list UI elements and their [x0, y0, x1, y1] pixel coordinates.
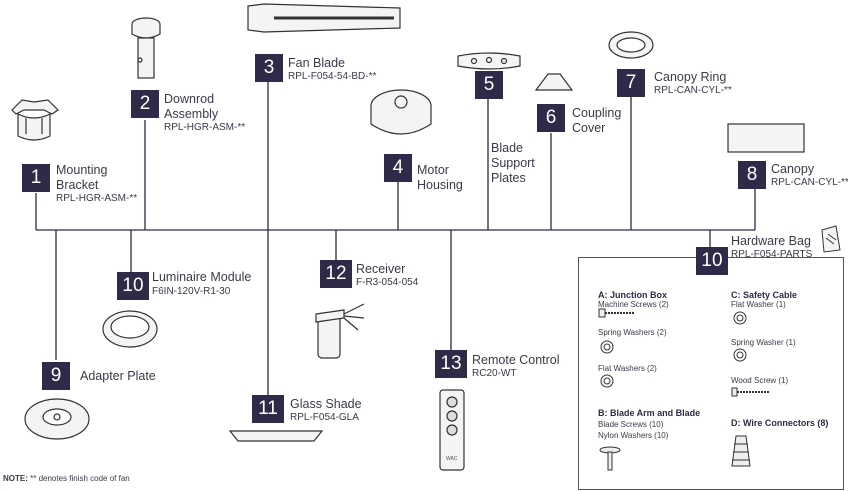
remote-brand-label: WAC	[446, 456, 458, 462]
part-9-number: 9	[42, 362, 70, 390]
part-13-name: Remote Control	[472, 353, 560, 367]
blade-screw-icon	[599, 446, 621, 471]
part-5-number: 5	[475, 71, 503, 99]
canopy-ring-icon	[608, 31, 654, 59]
hardware-b-item-1: Blade Screws (10)	[598, 420, 664, 429]
hardware-bag-icon	[821, 225, 841, 253]
part-10-name: Luminaire Module	[152, 270, 252, 284]
part-7-number: 7	[617, 69, 645, 97]
part-2-name: Downrod Assembly	[164, 92, 219, 121]
part-6-number: 6	[537, 104, 565, 132]
luminaire-module-icon	[102, 310, 158, 348]
wood-screw-icon	[731, 387, 769, 397]
part-8-number: 8	[738, 161, 766, 189]
hardware-c-item-2: Spring Washer (1)	[731, 338, 796, 347]
part-2-code: RPL-HGR-ASM-**	[164, 122, 246, 133]
downrod-icon	[131, 17, 161, 79]
hardware-a-item-3: Flat Washers (2)	[598, 364, 657, 373]
hardware-bag-number: 10	[696, 247, 728, 275]
part-1-code: RPL-HGR-ASM-**	[56, 193, 138, 204]
safety-spring-washer-icon	[733, 348, 747, 362]
part-5-name: Blade Support Plates	[491, 141, 535, 185]
coupling-cover-icon	[534, 73, 574, 91]
part-8-name: Canopy	[771, 162, 815, 176]
part-4-name: Motor Housing	[417, 163, 463, 192]
hardware-a-item-1: Machine Screws (2)	[598, 300, 669, 309]
note-text: ** denotes finish code of fan	[27, 474, 130, 483]
part-11-code: RPL-F054-GLA	[290, 412, 359, 423]
spring-washer-icon	[600, 340, 614, 354]
part-4-number: 4	[384, 154, 412, 182]
hardware-a-title: A: Junction Box	[598, 290, 667, 300]
hardware-bag-name: Hardware Bag	[731, 234, 811, 248]
hardware-d-title: D: Wire Connectors (8)	[731, 418, 829, 428]
hardware-a-item-2: Spring Washers (2)	[598, 328, 667, 337]
part-8-code: RPL-CAN-CYL-**	[771, 177, 848, 188]
part-13-code: RC20-WT	[472, 368, 517, 379]
mounting-bracket-icon	[11, 99, 59, 141]
flat-washer-icon	[600, 374, 614, 388]
note-label: NOTE:	[3, 474, 28, 483]
fan-blade-icon	[247, 3, 401, 33]
blade-support-plates-icon	[457, 52, 521, 70]
part-7-name: Canopy Ring	[654, 70, 727, 84]
part-12-number: 12	[320, 260, 352, 288]
part-13-number: 13	[435, 350, 467, 378]
glass-shade-icon	[228, 430, 324, 442]
motor-housing-icon	[370, 89, 432, 135]
adapter-plate-icon	[24, 398, 90, 440]
machine-screw-icon	[598, 308, 634, 318]
part-10-number: 10	[117, 272, 149, 300]
hardware-b-item-2: Nylon Washers (10)	[598, 431, 669, 440]
hardware-c-title: C: Safety Cable	[731, 290, 798, 300]
hardware-c-item-1: Flat Washer (1)	[731, 300, 786, 309]
part-1-number: 1	[22, 164, 50, 192]
receiver-icon	[315, 303, 365, 359]
hardware-b-title: B: Blade Arm and Blade	[598, 408, 701, 418]
part-11-name: Glass Shade	[290, 397, 362, 411]
remote-control-icon	[439, 389, 465, 471]
part-3-number: 3	[255, 54, 283, 82]
part-3-name: Fan Blade	[288, 56, 345, 70]
part-12-name: Receiver	[356, 262, 406, 276]
finish-code-note: NOTE: ** denotes finish code of fan	[3, 474, 130, 483]
part-11-number: 11	[252, 395, 284, 423]
part-9-name: Adapter Plate	[80, 369, 156, 383]
safety-flat-washer-icon	[733, 311, 747, 325]
hardware-bag-code: RPL-F054-PARTS	[731, 249, 813, 260]
wire-connector-icon	[731, 435, 751, 467]
part-10-code: F6IN-120V-R1-30	[152, 286, 231, 297]
part-3-code: RPL-F054-54-BD-**	[288, 71, 377, 82]
part-7-code: RPL-CAN-CYL-**	[654, 85, 732, 96]
canopy-icon	[727, 123, 805, 153]
part-2-number: 2	[131, 90, 159, 118]
hardware-c-item-3: Wood Screw (1)	[731, 376, 789, 385]
part-6-name: Coupling Cover	[572, 106, 622, 135]
part-1-name: Mounting Bracket	[56, 163, 108, 192]
part-12-code: F-R3-054-054	[356, 277, 419, 288]
